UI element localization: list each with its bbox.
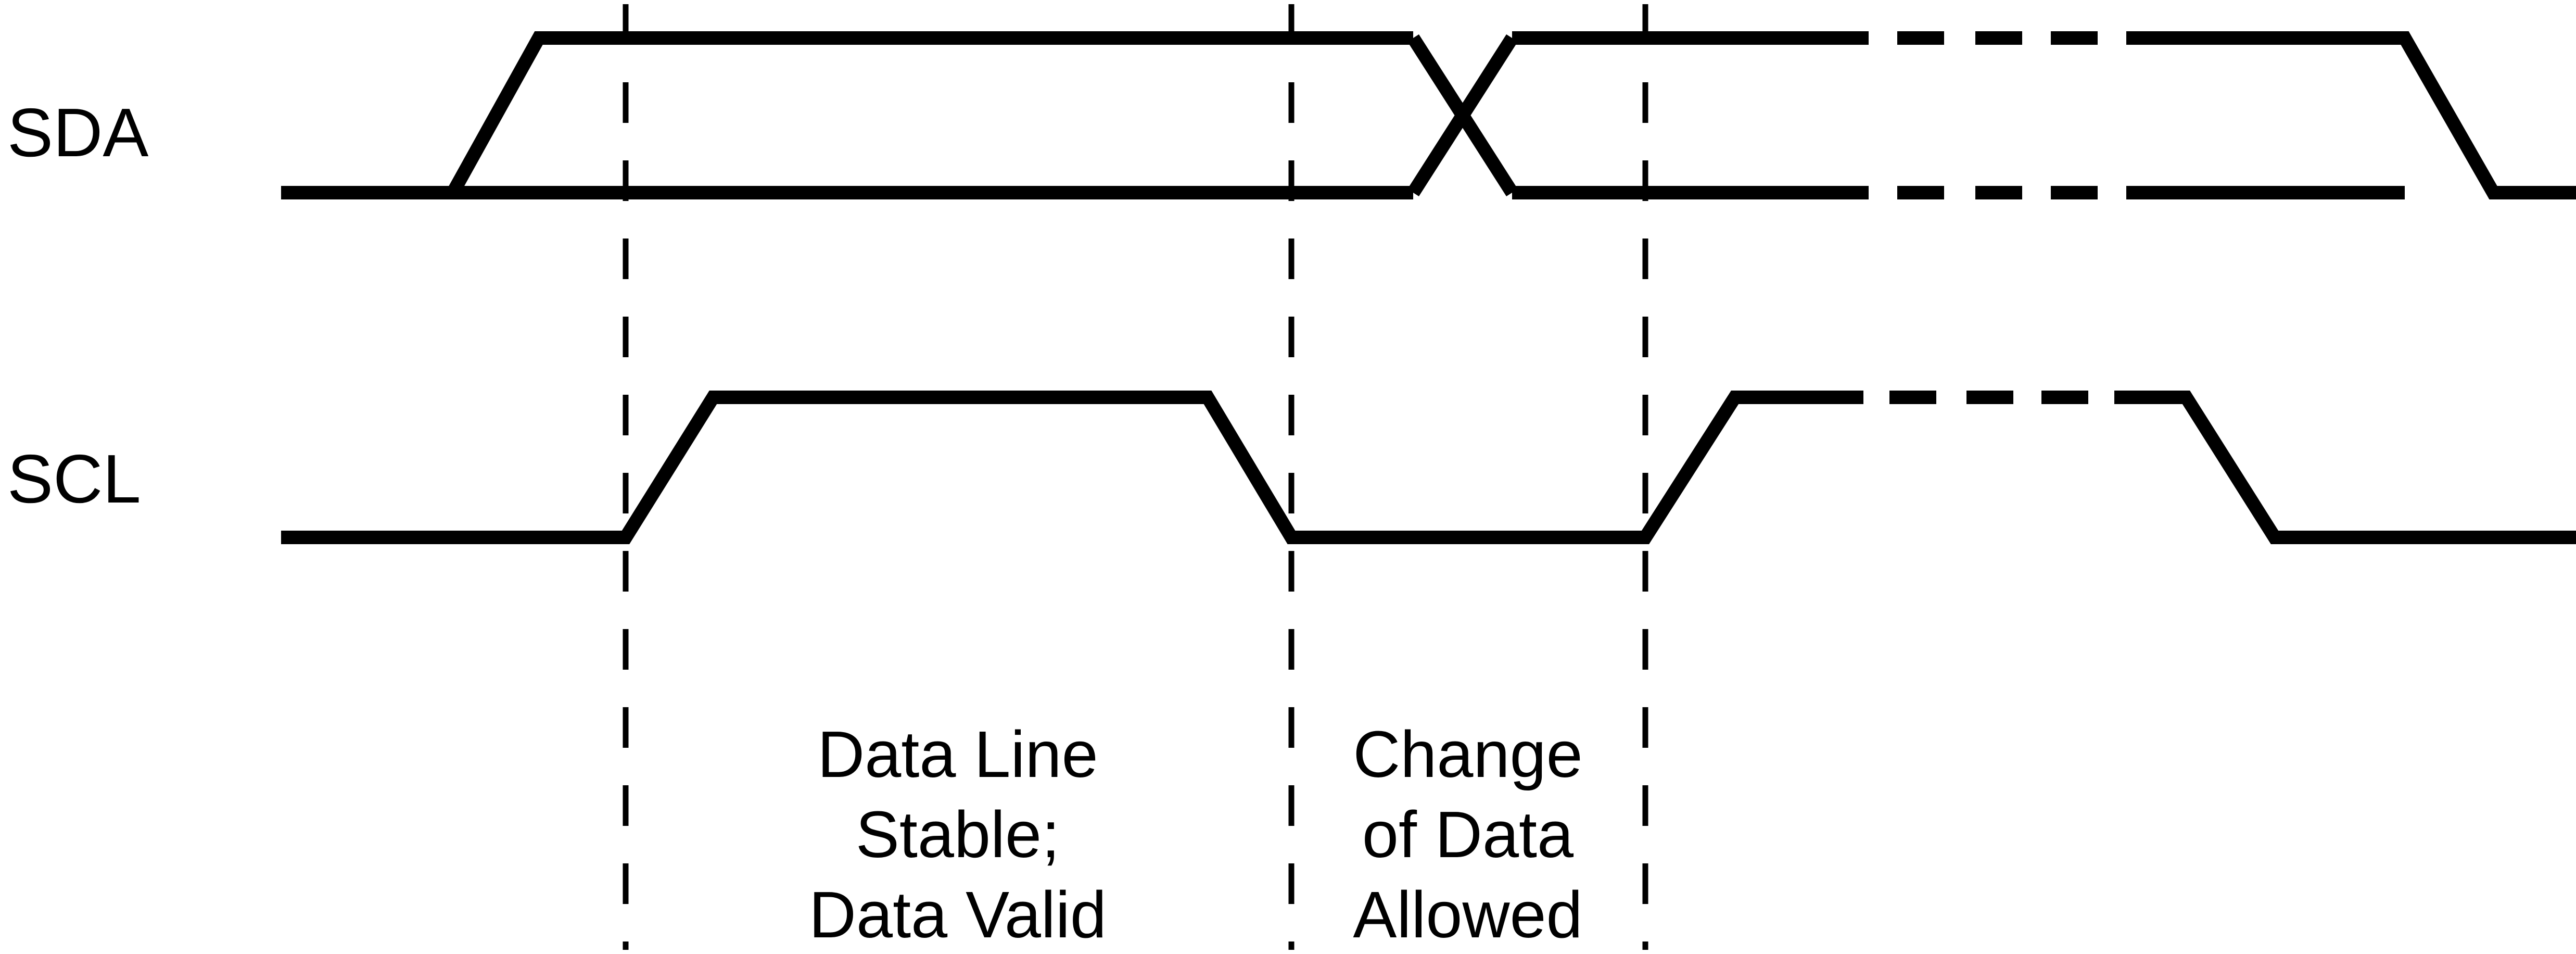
change-allowed-caption-line-2: of Data bbox=[1362, 798, 1574, 871]
scl-pulse-2-tail bbox=[2114, 391, 2576, 544]
data-valid-caption: Data Line Stable; Data Valid bbox=[809, 718, 1107, 951]
change-allowed-caption-line-3: Allowed bbox=[1353, 878, 1582, 951]
sda-waveform-group bbox=[281, 31, 2576, 199]
scl-signal-label: SCL bbox=[7, 441, 141, 517]
sda-rise-segment bbox=[281, 31, 1413, 199]
scl-waveform-group bbox=[281, 391, 2576, 544]
scl-pulse-1 bbox=[281, 391, 1863, 544]
data-valid-caption-line-1: Data Line bbox=[817, 718, 1098, 791]
sda-signal-label: SDA bbox=[7, 94, 148, 171]
change-allowed-caption-line-1: Change bbox=[1353, 718, 1582, 791]
data-valid-caption-line-3: Data Valid bbox=[809, 878, 1107, 951]
sda-cross-rising bbox=[1407, 34, 1518, 197]
marker-lines-group bbox=[623, 4, 1648, 950]
data-valid-caption-line-2: Stable; bbox=[856, 798, 1060, 871]
change-allowed-caption: Change of Data Allowed bbox=[1353, 718, 1582, 951]
sda-high-rail-right bbox=[2126, 31, 2576, 199]
